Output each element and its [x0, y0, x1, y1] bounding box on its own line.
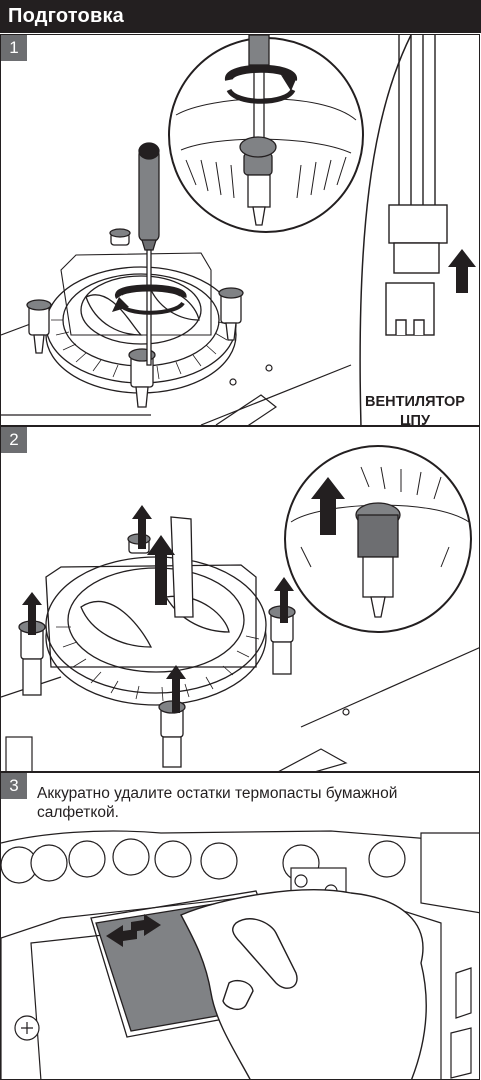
up-arrow-icon — [311, 477, 345, 535]
step-2-illustration — [1, 445, 479, 771]
rotate-arrow-zoom-icon — [225, 64, 297, 104]
double-arrow-icon — [106, 914, 161, 947]
cpu-fan-label-line1: ВЕНТИЛЯТОР — [365, 394, 465, 410]
page-title: Подготовка — [8, 5, 124, 27]
step-1-illustration — [1, 35, 476, 425]
up-arrow-icon — [448, 249, 476, 293]
socket-screw-icon — [14, 1015, 40, 1041]
hand-icon — [180, 889, 427, 1079]
step-1-badge: 1 — [1, 35, 27, 61]
cpu-fan-label-line2: ЦПУ — [399, 413, 431, 426]
step-2-panel: 2 — [0, 426, 480, 772]
step-3-instruction: Аккуратно удалите остатки термопасты бум… — [37, 784, 457, 822]
up-arrow-icon — [22, 505, 294, 713]
page-header: Подготовка — [0, 0, 481, 33]
screwdriver-icon — [138, 142, 160, 366]
step-2-badge: 2 — [1, 427, 27, 453]
step-3-illustration — [1, 830, 479, 1079]
rotate-arrow-icon — [112, 284, 187, 315]
step-1-panel: 1 ВЕНТИЛЯТОР ЦПУ — [0, 34, 480, 426]
cpu-fan-label: ВЕНТИЛЯТОР ЦПУ — [356, 393, 474, 426]
step-3-badge: 3 — [1, 773, 27, 799]
fan-connector-icon — [385, 35, 448, 336]
step-3-panel: 3 Аккуратно удалите остатки термопасты б… — [0, 772, 480, 1080]
cpu-cooler-icon — [45, 516, 267, 706]
